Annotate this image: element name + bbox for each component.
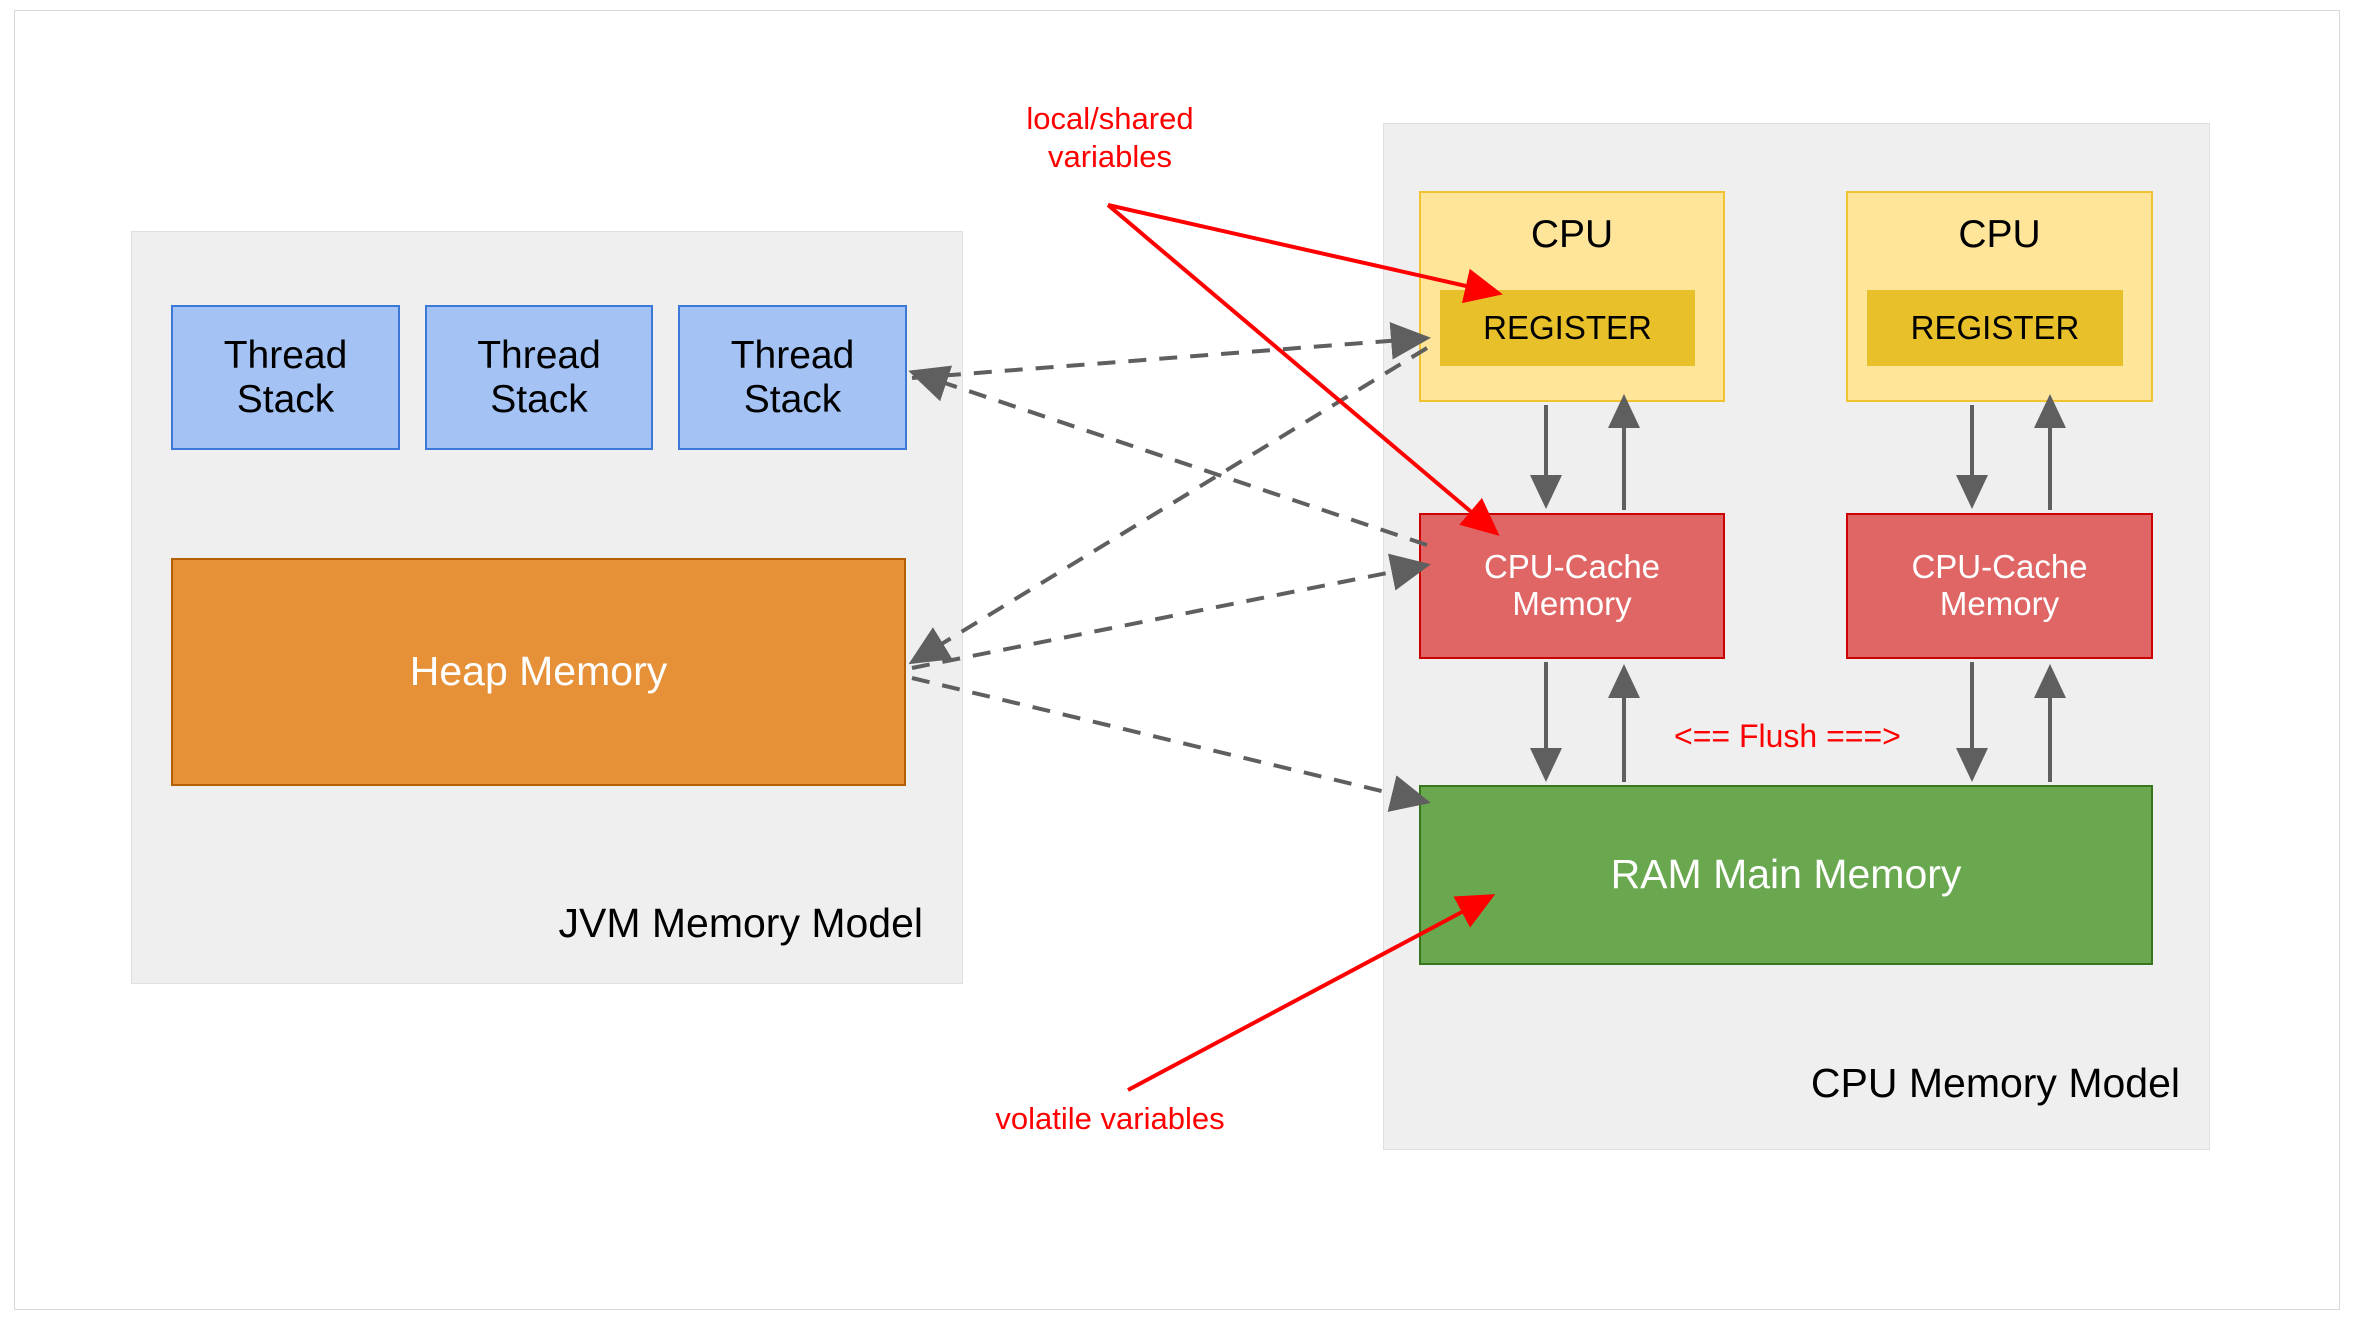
dashed-arrow-cache-to-threadstack <box>908 365 1428 547</box>
heap-memory-box[interactable]: Heap Memory <box>171 558 906 786</box>
cpu-cache-box-2[interactable]: CPU-Cache Memory <box>1846 513 2153 659</box>
flush-label: <== Flush ===> <box>1674 718 1901 754</box>
register-box-1[interactable]: REGISTER <box>1440 290 1695 366</box>
dashed-arrow-threadstack-to-register <box>911 322 1431 380</box>
local-shared-variables-annotation: local/shared variables <box>1026 101 1194 174</box>
thread-stack-box-3[interactable]: Thread Stack <box>678 305 907 450</box>
dashed-arrow-register-to-heap <box>908 346 1429 665</box>
cpu-panel-title: CPU Memory Model <box>1810 1060 2180 1106</box>
volatile-variables-annotation: volatile variables <box>995 1101 1225 1136</box>
register-box-2[interactable]: REGISTER <box>1867 290 2123 366</box>
ram-main-memory-box[interactable]: RAM Main Memory <box>1419 785 2153 965</box>
jvm-panel-title: JVM Memory Model <box>558 900 923 946</box>
thread-stack-box-1[interactable]: Thread Stack <box>171 305 400 450</box>
cpu-cache-box-1[interactable]: CPU-Cache Memory <box>1419 513 1725 659</box>
thread-stack-box-2[interactable]: Thread Stack <box>425 305 653 450</box>
dashed-arrow-heap-to-ram <box>911 676 1431 812</box>
dashed-arrow-heap-to-cache <box>911 553 1431 670</box>
dashed-connector-group <box>908 322 1431 812</box>
